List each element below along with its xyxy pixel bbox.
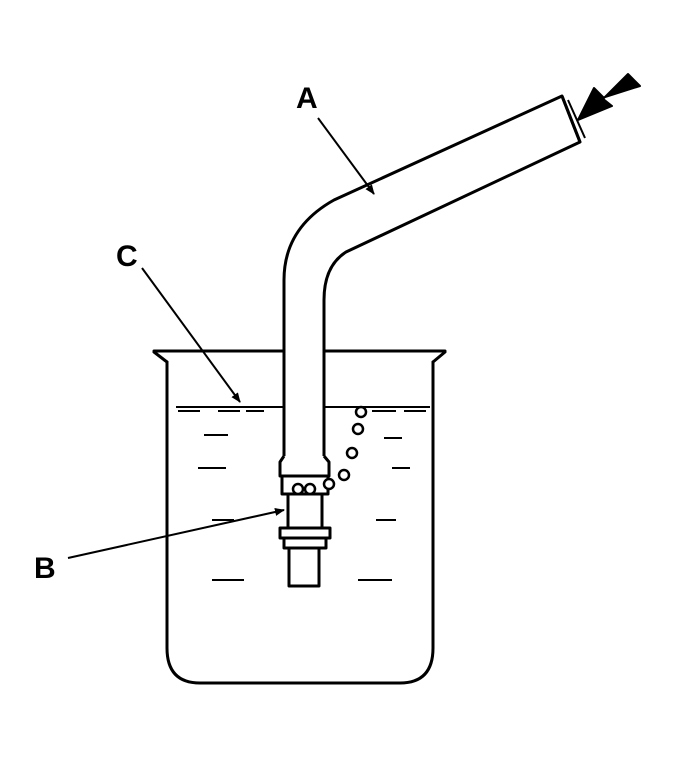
bubble xyxy=(291,482,305,496)
callout-label-a: A xyxy=(296,82,318,115)
leader-b xyxy=(67,508,285,559)
bubble xyxy=(303,482,317,496)
beaker-rim xyxy=(152,350,169,364)
bubble xyxy=(337,468,351,482)
bubble xyxy=(322,477,336,491)
callout-label-c: C xyxy=(116,240,138,273)
leader-a xyxy=(317,117,375,195)
component-b xyxy=(278,474,332,588)
leader-c xyxy=(141,267,241,403)
hose-a xyxy=(282,94,586,474)
bubble xyxy=(354,405,368,419)
water-dashes xyxy=(198,434,410,581)
hose-end-cap xyxy=(560,95,582,143)
arrow-pointing-into-hose-end-icon xyxy=(577,73,641,121)
hose-flare xyxy=(278,455,331,478)
component-b-nozzle xyxy=(287,546,321,588)
bubble xyxy=(351,422,365,436)
callout-label-b: B xyxy=(34,552,56,585)
beaker-rim-right xyxy=(431,350,447,364)
air-bubbles xyxy=(291,405,368,496)
component-b-stem xyxy=(286,492,324,530)
leader-lines xyxy=(67,117,375,559)
bubble xyxy=(345,446,359,460)
hose-body xyxy=(282,94,582,474)
beaker-body xyxy=(165,360,435,685)
